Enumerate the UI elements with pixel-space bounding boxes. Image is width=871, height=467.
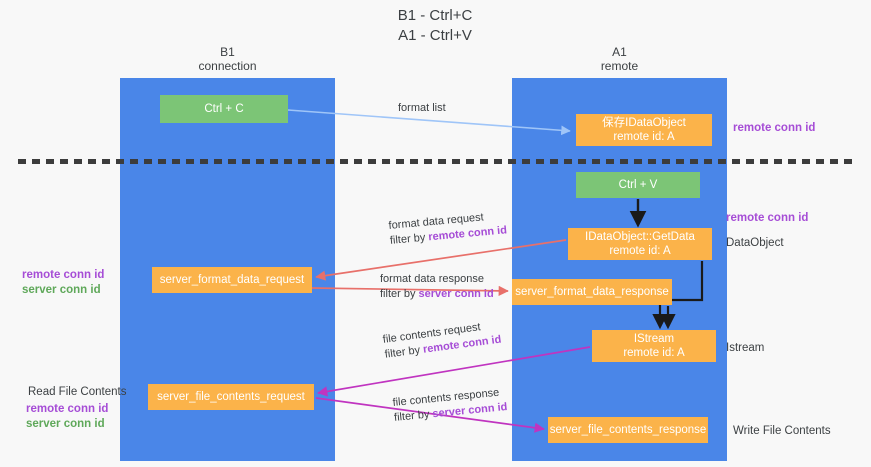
edge-label-format-list-line-1: format list [398, 102, 446, 114]
annotation-write-file-contents: Write File Contents [733, 424, 831, 439]
annotation-istream: Istream [726, 341, 764, 356]
page-title-line-1: B1 - Ctrl+C [397, 7, 473, 24]
node-ctrl-v-label: Ctrl + V [618, 179, 658, 191]
lane-header-a1-name: A1 [612, 45, 627, 59]
edge-label-format-data-response-line-1: format data response [380, 273, 484, 285]
edge-label-file-contents-request: file contents request filter by remote c… [382, 318, 502, 363]
node-istream-line-2: remote id: A [623, 347, 685, 359]
node-server-format-data-response[interactable]: server_format_data_response [512, 279, 672, 305]
node-server-file-contents-request-label: server_file_contents_request [157, 391, 305, 403]
annotation-read-file-contents: Read File Contents [28, 385, 126, 400]
node-server-file-contents-request[interactable]: server_file_contents_request [148, 384, 314, 410]
lane-header-a1: A1 remote [542, 45, 697, 73]
node-server-format-data-response-label: server_format_data_response [515, 286, 669, 298]
edge-label-format-data-response: format data response filter by server co… [380, 272, 494, 302]
node-ctrl-v[interactable]: Ctrl + V [576, 172, 700, 198]
filter-by-prefix-3: filter by [384, 343, 424, 361]
annotation-server-conn-id-left-2: server conn id [26, 418, 105, 430]
annotation-remote-conn-id-left-2: remote conn id [26, 403, 109, 415]
filter-key-server-conn-id-1: server conn id [418, 288, 494, 300]
filter-by-prefix-2: filter by [380, 288, 419, 300]
annotation-dataobject: DataObject [726, 236, 784, 251]
annotation-remote-conn-id-top: remote conn id [733, 121, 815, 136]
lane-header-b1-sublabel: connection [198, 59, 257, 73]
annotation-remote-conn-id-mid: remote conn id [726, 211, 808, 226]
annotation-remote-conn-id-left-1: remote conn id [22, 269, 105, 281]
annotation-istream-text: Istream [726, 342, 765, 354]
node-idataobject-getdata[interactable]: IDataObject::GetData remote id: A [568, 228, 712, 260]
lane-header-b1: B1 connection [150, 45, 305, 73]
annotation-dataobject-text: DataObject [726, 237, 784, 249]
filter-by-prefix-4: filter by [393, 408, 434, 424]
annotation-read-file-contents-text: Read File Contents [28, 386, 127, 398]
annotation-remote-conn-id-top-text: remote conn id [733, 122, 816, 134]
node-server-format-data-request-label: server_format_data_request [159, 274, 305, 286]
node-server-file-contents-response-label: server_file_contents_response [549, 424, 707, 436]
node-server-file-contents-response[interactable]: server_file_contents_response [548, 417, 708, 443]
lane-header-a1-sublabel: remote [600, 59, 639, 73]
edge-label-format-list: format list [398, 101, 446, 116]
annotation-server-conn-id-left-1: server conn id [22, 284, 101, 296]
edge-label-format-data-request: format data request filter by remote con… [388, 208, 508, 249]
node-idataobject-line-2: remote id: A [613, 131, 675, 143]
annotation-left-conn-ids-1: remote conn id server conn id [22, 268, 104, 298]
node-istream-line-1: IStream [633, 333, 675, 345]
phase-divider [18, 159, 854, 164]
annotation-left-conn-ids-2: remote conn id server conn id [26, 402, 108, 432]
edge-label-file-contents-response: file contents response filter by server … [392, 385, 508, 426]
filter-by-prefix-1: filter by [389, 231, 429, 247]
node-idataobject-line-1: 保存IDataObject [602, 117, 686, 129]
node-idataobject[interactable]: 保存IDataObject remote id: A [576, 114, 712, 146]
edge-label-format-data-response-line-2: filter by server conn id [380, 287, 494, 302]
page-title-line-2: A1 - Ctrl+V [398, 27, 472, 44]
node-ctrl-c-label: Ctrl + C [204, 103, 244, 115]
node-getdata-line-1: IDataObject::GetData [585, 231, 695, 243]
lane-header-b1-name: B1 [220, 45, 235, 59]
annotation-write-file-contents-text: Write File Contents [733, 425, 831, 437]
node-getdata-line-2: remote id: A [609, 245, 671, 257]
node-ctrl-c[interactable]: Ctrl + C [160, 95, 288, 123]
node-server-format-data-request[interactable]: server_format_data_request [152, 267, 312, 293]
page-title: B1 - Ctrl+C A1 - Ctrl+V [285, 6, 585, 46]
node-istream[interactable]: IStream remote id: A [592, 330, 716, 362]
annotation-remote-conn-id-mid-text: remote conn id [726, 212, 809, 224]
